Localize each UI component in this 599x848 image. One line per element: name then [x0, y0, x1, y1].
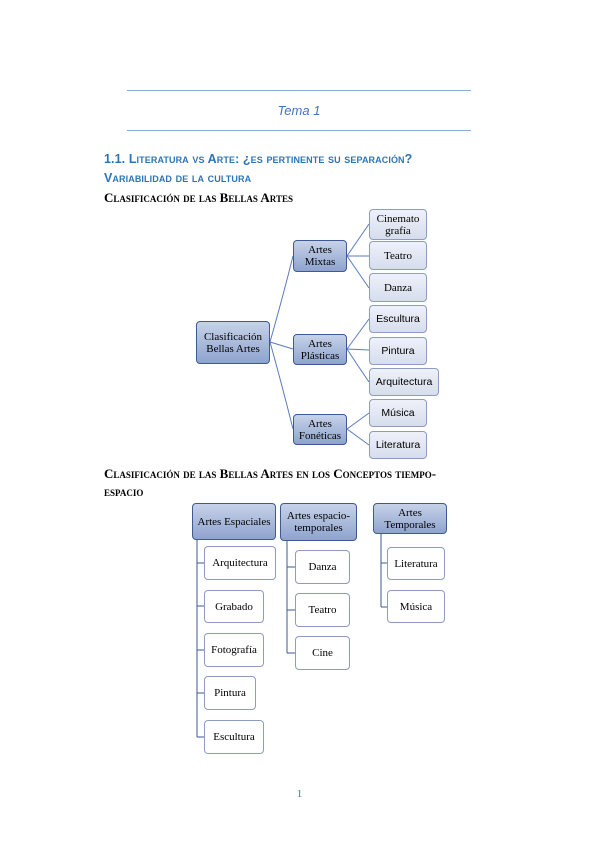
chapter-title: Tema 1 — [277, 103, 321, 118]
tree-leaf: Escultura — [369, 305, 427, 333]
column-header-espaciales: Artes Espaciales — [192, 503, 276, 540]
page-number: 1 — [296, 788, 303, 800]
column-item: Danza — [295, 550, 350, 584]
column-item: Cine — [295, 636, 350, 670]
header-rule-top — [127, 90, 471, 91]
column-item: Arquitectura — [204, 546, 276, 580]
column-item: Escultura — [204, 720, 264, 754]
tree-group-plasticas: Artes Plásticas — [293, 334, 347, 365]
header-rule-bottom — [127, 130, 471, 131]
subsection-heading: Variabilidad de la cultura — [104, 171, 252, 185]
column-header-espacio-temporales: Artes espacio-temporales — [280, 503, 357, 541]
column-item: Música — [387, 590, 445, 623]
tree-leaf: Danza — [369, 273, 427, 302]
column-item: Pintura — [204, 676, 256, 710]
tree-leaf: Música — [369, 399, 427, 427]
tree-leaf: Arquitectura — [369, 368, 439, 396]
section-heading: 1.1. Literatura vs Arte: ¿es pertinente … — [104, 152, 413, 166]
tree-leaf: Literatura — [369, 431, 427, 459]
time-space-heading: Clasificación de las Bellas Artes en los… — [104, 466, 437, 481]
tree-root: Clasificación Bellas Artes — [196, 321, 270, 364]
column-item: Teatro — [295, 593, 350, 627]
tree-leaf: Cinemato grafía — [369, 209, 427, 240]
classification-heading: Clasificación de las Bellas Artes — [104, 190, 293, 205]
column-item: Fotografía — [204, 633, 264, 667]
column-item: Grabado — [204, 590, 264, 623]
column-header-temporales: Artes Temporales — [373, 503, 447, 534]
tree-leaf: Pintura — [369, 337, 427, 365]
column-item: Literatura — [387, 547, 445, 580]
tree-group-mixtas: Artes Mixtas — [293, 240, 347, 272]
tree-leaf: Teatro — [369, 241, 427, 270]
tree-group-foneticas: Artes Fonéticas — [293, 414, 347, 445]
time-space-heading-cont: espacio — [104, 484, 144, 499]
